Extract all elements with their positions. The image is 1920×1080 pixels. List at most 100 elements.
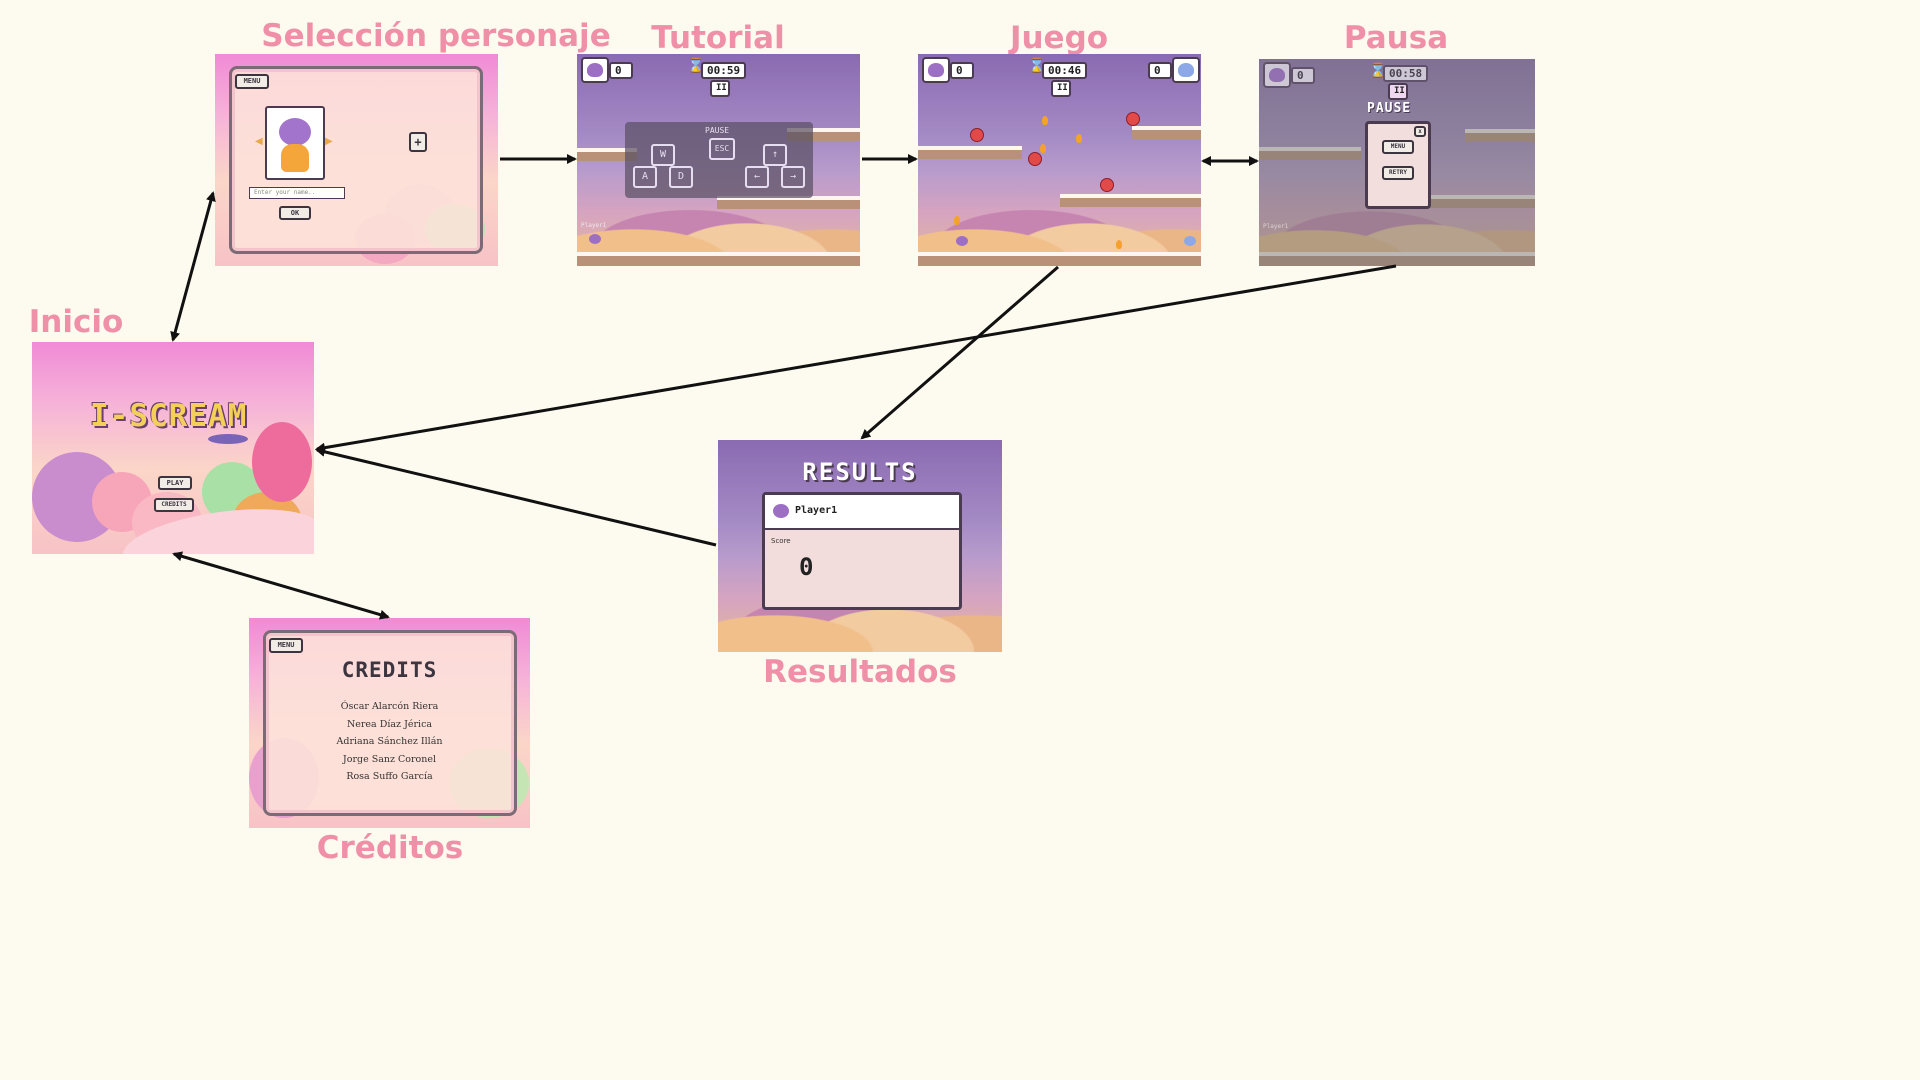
label-inicio: Inicio (28, 304, 124, 340)
player-row: Player1 (765, 495, 959, 530)
key-a: A (633, 166, 657, 188)
hourglass-icon: ⌛ (1369, 63, 1387, 79)
overlay-title: PAUSE (705, 126, 730, 135)
key-left: ← (745, 166, 769, 188)
platform (577, 148, 637, 161)
name-input[interactable]: Enter your name.. (249, 187, 345, 199)
menu-button[interactable]: MENU (1382, 140, 1414, 154)
flame-icon (954, 216, 960, 225)
character-head (279, 118, 311, 146)
controls-overlay: PAUSE W ESC ↑ A D ← → (625, 122, 813, 198)
score-label: Score (771, 537, 791, 545)
player-avatar-icon (773, 504, 789, 518)
hourglass-icon: ⌛ (687, 58, 705, 74)
menu-button[interactable]: MENU (235, 74, 269, 89)
retry-button[interactable]: RETRY (1382, 166, 1414, 180)
ok-button[interactable]: OK (279, 206, 311, 220)
credits-names: Óscar Alarcón Riera Nerea Díaz Jérica Ad… (249, 698, 530, 786)
menu-button[interactable]: MENU (269, 638, 303, 653)
pause-button[interactable]: II (1051, 80, 1071, 97)
player-name-tag: Player1 (581, 222, 607, 229)
character-card[interactable] (265, 106, 325, 180)
pause-title: PAUSE (1367, 101, 1412, 116)
platform (1060, 194, 1201, 207)
credit-name: Óscar Alarcón Riera (340, 701, 439, 712)
platform (1132, 126, 1201, 139)
arrow-inicio-creditos (172, 551, 390, 620)
pause-menu-panel: x MENU RETRY (1365, 121, 1431, 209)
fruit-icon (1028, 152, 1042, 166)
ground (577, 252, 860, 266)
credit-name: Adriana Sánchez Illán (336, 736, 443, 747)
flame-icon (1042, 116, 1048, 125)
player2-avatar-icon (1172, 57, 1200, 83)
screen-inicio: I-SCREAM PLAY CREDITS (32, 342, 314, 554)
credit-name: Rosa Suffo García (346, 771, 433, 782)
add-player-button[interactable]: + (409, 132, 427, 152)
screen-creditos: MENU CREDITS Óscar Alarcón Riera Nerea D… (249, 618, 530, 828)
screen-pausa: 0 ⌛ 00:58 II PAUSE x MENU RETRY Player1 (1259, 59, 1535, 266)
next-character-icon[interactable]: ▶ (325, 136, 333, 147)
results-title: RESULTS (802, 458, 918, 486)
arrow-pausa-inicio (315, 264, 1397, 453)
credit-name: Jorge Sanz Coronel (342, 753, 437, 765)
score-display: 0 (609, 62, 633, 79)
player1-score: 0 (950, 62, 974, 79)
player1-avatar-icon (922, 57, 950, 83)
flame-icon (1040, 144, 1046, 153)
game-logo: I-SCREAM (90, 398, 248, 434)
ground (918, 252, 1201, 266)
play-button[interactable]: PLAY (158, 476, 192, 490)
screen-tutorial: 0 ⌛ 00:59 II PAUSE W ESC ↑ A D ← → Playe… (577, 54, 860, 266)
label-tutorial: Tutorial (651, 20, 785, 56)
flame-icon (1076, 134, 1082, 143)
key-right: → (781, 166, 805, 188)
score-display: 0 (1291, 67, 1315, 84)
credits-title: CREDITS (341, 658, 438, 682)
key-esc: ESC (709, 138, 735, 160)
player-character (589, 234, 601, 244)
pause-button[interactable]: II (1388, 83, 1408, 100)
screen-resultados: RESULTS Player1 Score 0 (718, 440, 1002, 652)
player1-character (956, 236, 968, 246)
label-seleccion: Selección personaje (261, 18, 611, 54)
label-creditos: Créditos (316, 830, 464, 866)
pause-button[interactable]: II (710, 80, 730, 97)
player2-score: 0 (1148, 62, 1172, 79)
fruit-icon (1100, 178, 1114, 192)
prev-character-icon[interactable]: ◀ (255, 136, 263, 147)
player-name: Player1 (795, 505, 838, 516)
fruit-icon (1126, 112, 1140, 126)
platform (918, 146, 1022, 159)
timer-display: 00:58 (1383, 65, 1429, 82)
timer-display: 00:46 (1042, 62, 1088, 79)
screen-seleccion: MENU ◀ ▶ + Enter your name.. OK (215, 54, 498, 266)
player-name-tag: Player1 (1263, 223, 1289, 230)
arrow-inicio-seleccion (170, 191, 216, 342)
screen-juego: 0 ⌛ 00:46 II 0 (918, 54, 1201, 266)
label-resultados: Resultados (763, 654, 957, 690)
close-pause-button[interactable]: x (1414, 126, 1426, 137)
player-avatar-icon (1263, 62, 1291, 88)
logo-cone-icon (208, 434, 248, 444)
label-juego: Juego (1009, 20, 1109, 56)
flame-icon (1116, 240, 1122, 249)
player-avatar-icon (581, 57, 609, 83)
hourglass-icon: ⌛ (1028, 58, 1046, 74)
label-pausa: Pausa (1343, 20, 1449, 56)
credit-name: Nerea Díaz Jérica (346, 718, 433, 730)
credits-panel (263, 630, 517, 816)
score-value: 0 (799, 553, 814, 581)
platform (717, 196, 860, 209)
key-d: D (669, 166, 693, 188)
key-up: ↑ (763, 144, 787, 166)
fruit-icon (970, 128, 984, 142)
credits-button[interactable]: CREDITS (154, 498, 194, 512)
character-cone (281, 144, 309, 172)
arrow-juego-resultados (860, 265, 1059, 440)
key-w: W (651, 144, 675, 166)
timer-display: 00:59 (701, 62, 747, 79)
results-card: Player1 Score 0 (762, 492, 962, 610)
arrow-resultados-inicio (315, 446, 717, 547)
